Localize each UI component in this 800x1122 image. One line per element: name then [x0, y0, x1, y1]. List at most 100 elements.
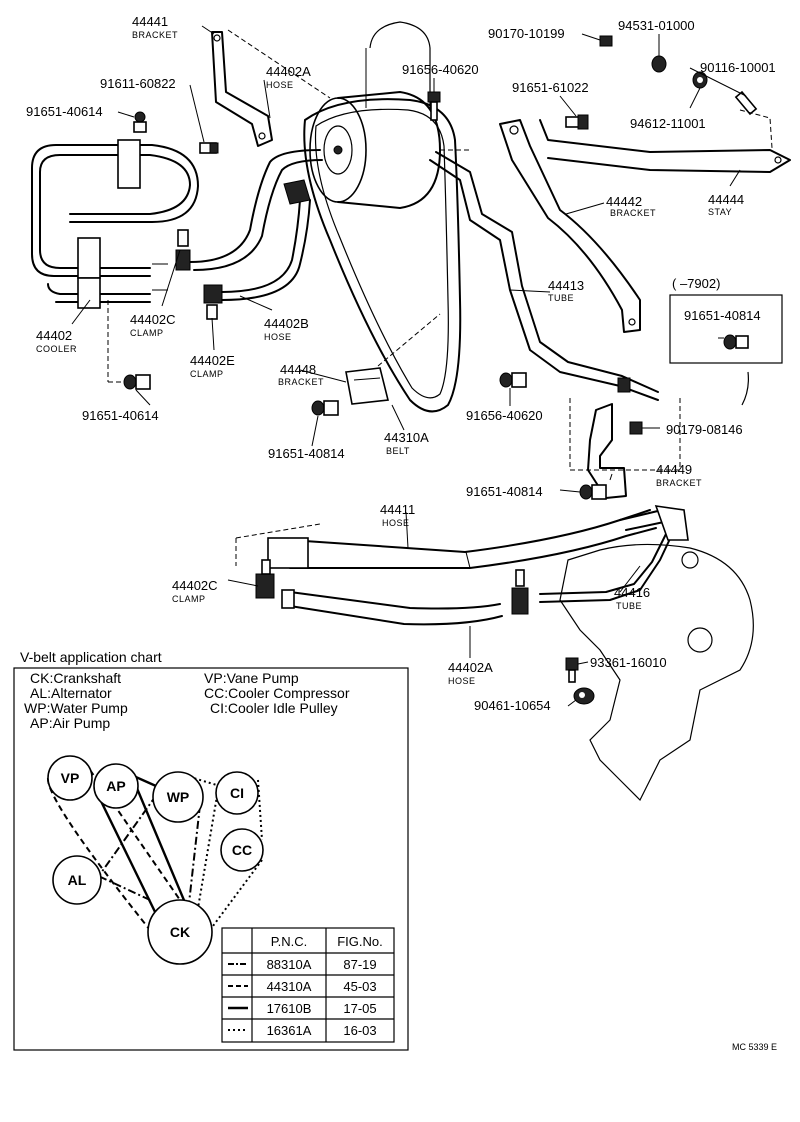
- svg-text:CC: CC: [232, 842, 252, 858]
- bolt-91651-40814-low: [579, 484, 607, 500]
- desc-44402B: HOSE: [264, 332, 292, 342]
- svg-text:CI: CI: [230, 785, 244, 801]
- table-row-pnc: 17610B: [267, 1001, 312, 1016]
- label-44413: 44413: [548, 278, 584, 293]
- pulley-ci: CI: [215, 771, 259, 815]
- bolt-91651-40614-bot: [123, 374, 151, 390]
- label-91651-40614-bot: 91651-40614: [82, 408, 159, 423]
- table-row-fig: 87-19: [343, 957, 376, 972]
- table-header-pnc: P.N.C.: [271, 934, 308, 949]
- bolt-91656-40620-bot: [499, 372, 527, 388]
- hose-44402A-top: [189, 149, 321, 263]
- label-93361-16010: 93361-16010: [590, 655, 667, 670]
- desc-44449: BRACKET: [656, 478, 702, 488]
- label-44444: 44444: [708, 192, 744, 207]
- label-44402A-top: 44402A: [266, 64, 311, 79]
- label-44402: 44402: [36, 328, 72, 343]
- inset-bolt: [723, 334, 749, 406]
- desc-44402A-bot: HOSE: [448, 676, 476, 686]
- route-44310A: [46, 769, 181, 931]
- legend-al: AL:Alternator: [30, 685, 112, 701]
- table-row-pnc: 88310A: [267, 957, 312, 972]
- table-row-pnc: 44310A: [267, 979, 312, 994]
- label-94531-01000: 94531-01000: [618, 18, 695, 33]
- vbelt-chart: V-belt application chart CK:Crankshaft A…: [13, 649, 409, 1051]
- label-91651-40814-low: 91651-40814: [466, 484, 543, 499]
- belt-loop-inner: [314, 108, 449, 399]
- desc-44444: STAY: [708, 207, 732, 217]
- label-90116-10001: 90116-10001: [700, 60, 776, 75]
- pulley-ap: AP: [93, 763, 139, 809]
- nut-90170-10199: [599, 35, 613, 47]
- leader-lines: [71, 25, 747, 707]
- clamp-44402C-top: [175, 229, 191, 271]
- desc-44411: HOSE: [382, 518, 410, 528]
- legend-ck: CK:Crankshaft: [30, 670, 121, 686]
- route-88310A: [63, 789, 201, 931]
- washer-94531-01000: [651, 55, 667, 73]
- desc-44402C-top: CLAMP: [130, 328, 164, 338]
- svg-text:VP: VP: [61, 770, 80, 786]
- footer-code: MC 5339 E: [732, 1042, 777, 1052]
- label-90461-10654: 90461-10654: [474, 698, 551, 713]
- desc-44442: BRACKET: [610, 208, 656, 218]
- part-labels: 44441 BRACKET 44402A HOSE 91611-60822 91…: [26, 14, 776, 713]
- desc-44402A-top: HOSE: [266, 80, 294, 90]
- pnc-table: P.N.C. FIG.No. 88310A 87-19 44310A 45-03…: [221, 927, 395, 1043]
- svg-text:WP: WP: [167, 789, 190, 805]
- route-16361A: [179, 773, 263, 931]
- svg-text:CK: CK: [170, 924, 190, 940]
- bracket-44441: [211, 31, 273, 147]
- legend-wp: WP:Water Pump: [24, 700, 128, 716]
- stay-44444: [539, 119, 791, 173]
- label-44449: 44449: [656, 462, 692, 477]
- stud-90116-10001: [734, 90, 758, 116]
- legend-cc: CC:Cooler Compressor: [204, 685, 350, 701]
- desc-44413: TUBE: [548, 293, 574, 303]
- label-91651-61022: 91651-61022: [512, 80, 589, 95]
- legend-ap: AP:Air Pump: [30, 715, 110, 731]
- pulley-al: AL: [52, 855, 102, 905]
- label-90179-08146: 90179-08146: [666, 422, 743, 437]
- clamp-hose-joint: [511, 569, 529, 615]
- bolt-93361-16010: [565, 657, 579, 683]
- svg-text:AL: AL: [68, 872, 87, 888]
- cooler-44402: [31, 139, 199, 309]
- reservoir-outline: [369, 21, 431, 110]
- label-94612-11001: 94612-11001: [630, 116, 706, 131]
- label-44310A: 44310A: [384, 430, 429, 445]
- desc-44402: COOLER: [36, 344, 77, 354]
- table-header-fig: FIG.No.: [337, 934, 383, 949]
- bolt-91611-60822: [199, 142, 219, 154]
- inset-part-number: 91651-40814: [684, 308, 761, 323]
- label-44442: 44442: [606, 194, 642, 209]
- hose-44402B: [221, 199, 301, 293]
- label-91611-60822: 91611-60822: [100, 76, 176, 91]
- desc-44402C-bot: CLAMP: [172, 594, 206, 604]
- inset-range: ( –7902): [672, 276, 720, 291]
- table-row-fig: 45-03: [343, 979, 376, 994]
- label-91656-40620-top: 91656-40620: [402, 62, 479, 77]
- bracket-44448: [345, 367, 389, 405]
- bolt-91651-40614-top: [133, 111, 147, 133]
- label-44402E: 44402E: [190, 353, 235, 368]
- table-row-fig: 16-03: [343, 1023, 376, 1038]
- chart-title: V-belt application chart: [20, 649, 162, 665]
- steering-gear-housing: [559, 543, 754, 802]
- bracket-44449: [587, 403, 627, 499]
- bolt-91651-61022: [565, 114, 589, 130]
- label-91651-40614-top: 91651-40614: [26, 104, 103, 119]
- label-44402C-bot: 44402C: [172, 578, 218, 593]
- bolt-91651-40814-mid: [311, 400, 339, 416]
- label-91651-40814-mid: 91651-40814: [268, 446, 345, 461]
- bracket-44442: [499, 119, 641, 333]
- table-row-pnc: 16361A: [267, 1023, 312, 1038]
- legend-ci: CI:Cooler Idle Pulley: [210, 700, 338, 716]
- desc-44402E: CLAMP: [190, 369, 224, 379]
- chart-legend: CK:Crankshaft AL:Alternator WP:Water Pum…: [24, 670, 350, 731]
- pulley-ck: CK: [147, 899, 213, 965]
- belt-loop: [303, 98, 462, 413]
- label-44441: 44441: [132, 14, 168, 29]
- desc-44310A: BELT: [386, 446, 410, 456]
